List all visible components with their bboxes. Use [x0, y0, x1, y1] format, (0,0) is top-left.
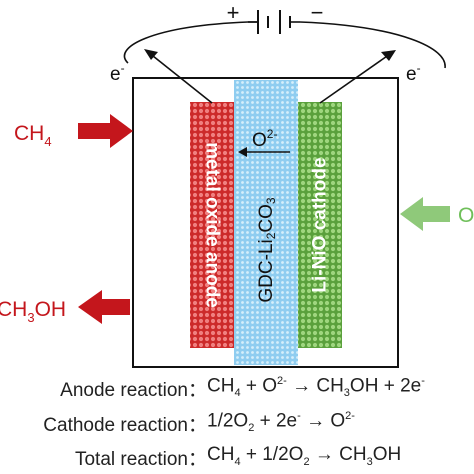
methane-inlet-label: CH4 [14, 122, 52, 149]
anode-reaction-equation: CH4 + O2- → CH3OH + 2e- [207, 375, 425, 400]
electrolyte-label: GDC-Li2CO3 [256, 197, 279, 303]
anode-layer [190, 102, 234, 348]
total-reaction-equation: CH4 + 1/2O2 → CH3OH [207, 444, 402, 468]
electron-arrow-left [144, 49, 158, 60]
battery-minus-label: − [311, 0, 324, 25]
external-circuit-wire [123, 21, 446, 69]
cell-housing [132, 77, 399, 368]
anode-label: metal oxide anode [202, 142, 223, 308]
methanol-outlet-arrow [78, 290, 130, 324]
cathode-reaction-label: Cathode reaction： [43, 415, 207, 436]
anode-reaction-label: Anode reaction： [60, 380, 207, 401]
electron-arrow-right [381, 50, 396, 61]
electrolyte-layer [234, 80, 298, 365]
oxide-ion-label: O2- [252, 127, 277, 151]
anode-lead-wire [147, 51, 213, 104]
methane-inlet-arrow [78, 114, 133, 148]
ion-migration-arrowhead [238, 147, 247, 157]
total-reaction-label: Total reaction： [74, 449, 207, 470]
oxygen-inlet-label: O2 [458, 204, 474, 231]
methanol-outlet-label: CH3OH [0, 298, 66, 325]
battery-plus-label: + [227, 0, 240, 25]
electron-label-right: e- [406, 61, 421, 85]
electron-label-left: e- [110, 61, 125, 85]
cathode-reaction-equation: 1/2O2 + 2e- → O2- [207, 410, 355, 435]
battery-icon [248, 10, 300, 34]
oxygen-inlet-arrow [400, 197, 450, 231]
cathode-label: Li-NiO cathode [310, 157, 331, 292]
cathode-layer [298, 102, 342, 348]
cathode-lead-wire [319, 53, 391, 104]
